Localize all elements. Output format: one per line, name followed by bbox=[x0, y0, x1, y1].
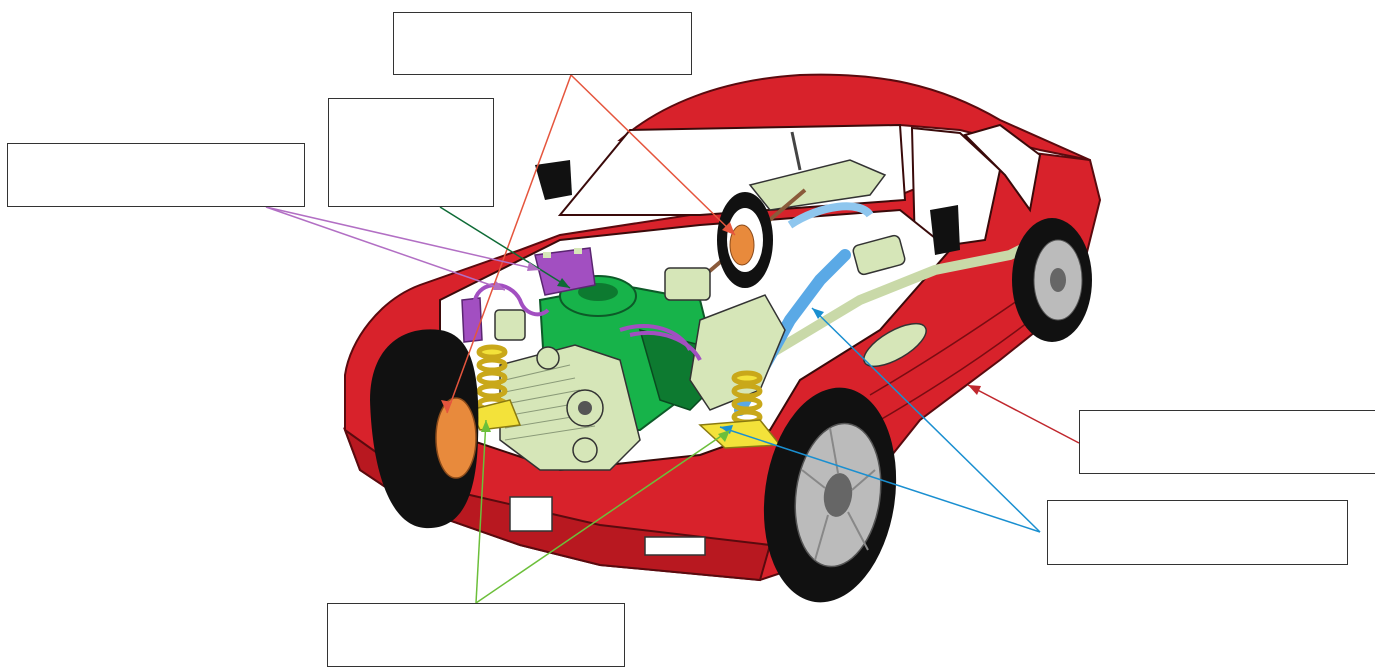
label-box-right-middle[interactable] bbox=[1079, 410, 1375, 474]
battery-terminal-1 bbox=[543, 252, 551, 258]
rear-axle-hose bbox=[787, 202, 874, 229]
label-box-right-lower[interactable] bbox=[1047, 500, 1348, 565]
side-mirror-left bbox=[535, 160, 572, 200]
arrowheads bbox=[441, 222, 981, 442]
brake-fluid-reservoir bbox=[494, 309, 526, 341]
label-box-upper-middle[interactable] bbox=[328, 98, 494, 207]
leader-top-to-front-brake bbox=[446, 74, 572, 414]
arrow-drive-shaft bbox=[812, 308, 824, 319]
leader-to-battery bbox=[265, 206, 541, 271]
leader-to-drive-shaft bbox=[811, 307, 1041, 533]
leader-to-left-spring bbox=[475, 419, 487, 604]
arrow-rear-brake bbox=[722, 222, 735, 235]
spark-plug-wire-3 bbox=[629, 330, 702, 361]
water-pump-pulley bbox=[572, 437, 598, 463]
label-box-top[interactable] bbox=[393, 12, 692, 75]
license-plate bbox=[509, 496, 553, 532]
rear-wheel-right bbox=[1012, 218, 1092, 342]
leader-top-to-rear-brake bbox=[570, 74, 736, 236]
arrow-spark bbox=[493, 281, 505, 290]
arrow-front-axle bbox=[720, 425, 733, 434]
battery bbox=[534, 247, 596, 296]
rear-wheel-left-in-bay bbox=[717, 192, 773, 288]
coolant-reservoir bbox=[664, 267, 711, 301]
fuel-filler-pipe bbox=[790, 131, 802, 171]
fuel-tank bbox=[748, 159, 887, 211]
rear-side-window bbox=[963, 123, 1042, 213]
arrow-front-brake bbox=[441, 400, 452, 413]
label-box-upper-left[interactable] bbox=[7, 143, 305, 207]
battery-terminal-2 bbox=[574, 248, 582, 254]
coil-spring-right bbox=[731, 370, 763, 425]
alternator-pulley bbox=[536, 346, 560, 370]
rear-brake-disc bbox=[729, 224, 755, 266]
muffler bbox=[863, 322, 927, 368]
leader-to-front-axle bbox=[719, 426, 1041, 533]
ignition-coil bbox=[461, 297, 483, 343]
leader-to-engine bbox=[439, 206, 571, 289]
arrow-right-arm bbox=[718, 430, 730, 442]
engine bbox=[494, 267, 786, 471]
leader-to-spark-wires bbox=[265, 206, 506, 291]
leader-lines bbox=[265, 74, 1080, 604]
fog-light bbox=[644, 536, 706, 556]
leader-to-right-control-arm bbox=[475, 429, 731, 604]
arrow-battery bbox=[527, 262, 540, 271]
front-brake-disc bbox=[435, 397, 477, 479]
arrow-left-spring bbox=[481, 420, 491, 432]
arrow-engine bbox=[557, 278, 570, 288]
label-box-bottom[interactable] bbox=[327, 603, 625, 667]
leader-to-body bbox=[967, 384, 1080, 444]
car-roof bbox=[617, 73, 1091, 161]
catalytic-converter bbox=[852, 234, 906, 276]
spark-plug-wire-1 bbox=[473, 283, 550, 317]
front-wheel-left bbox=[370, 329, 479, 529]
arrow-body bbox=[968, 385, 981, 395]
side-mirror-right bbox=[930, 205, 960, 255]
